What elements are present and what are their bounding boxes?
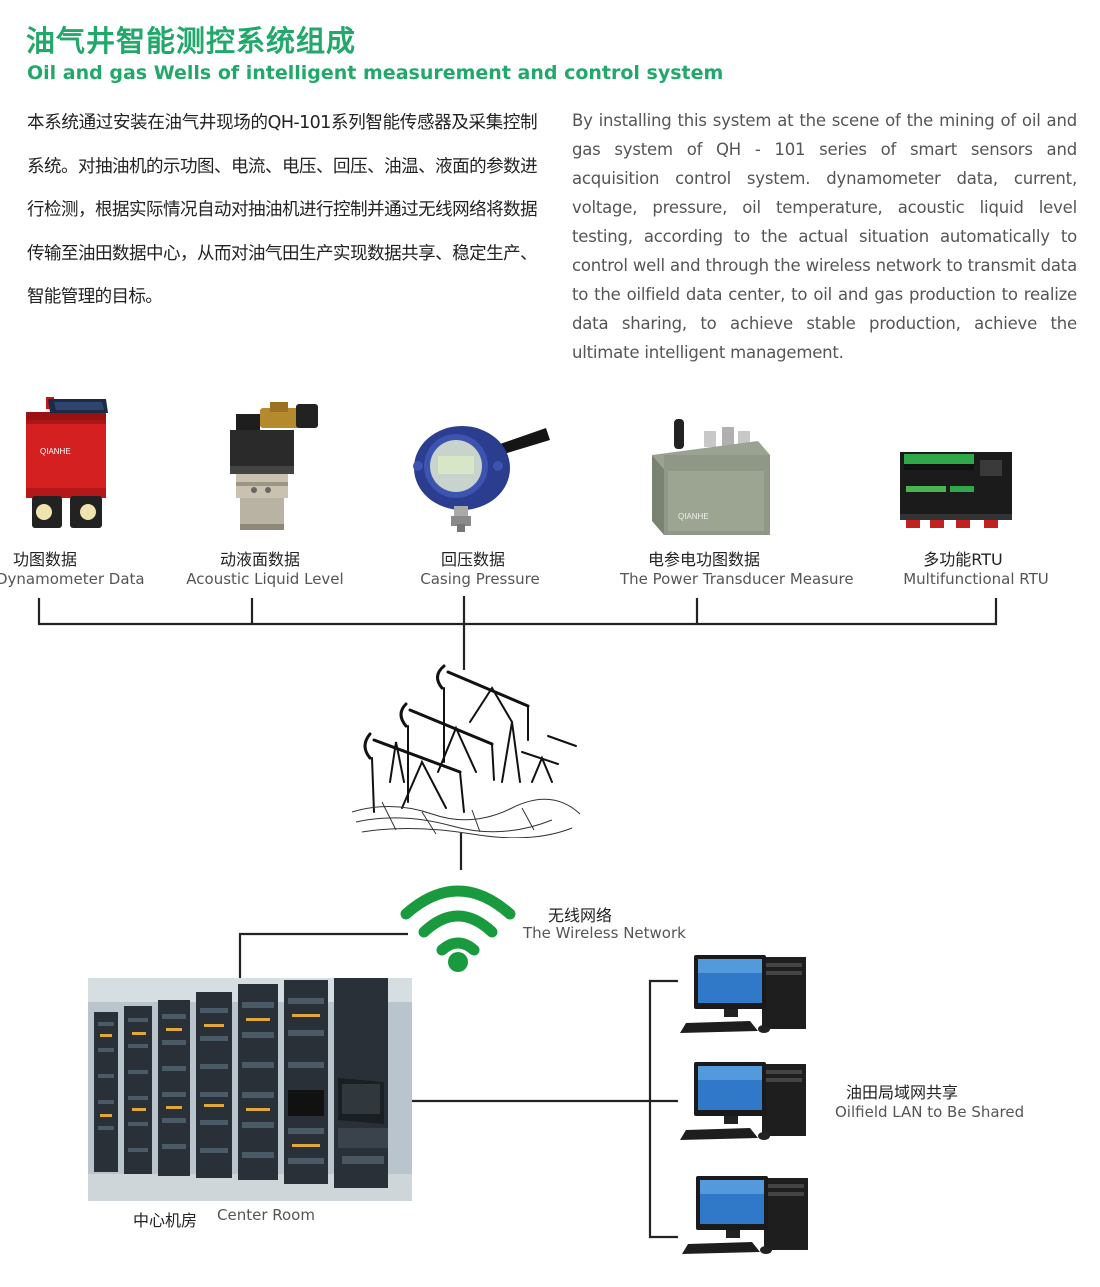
intro-text-cn: 本系统通过安装在油气井现场的QH-101系列智能传感器及采集控制系统。对抽油机的… [27,113,538,307]
lan-label-cn: 油田局域网共享 [846,1083,959,1102]
pressure-transmitter-icon [413,426,550,532]
center-label-en: Center Room [217,1206,315,1224]
lan-label-en: Oilfield LAN to Be Shared [835,1103,1025,1121]
device-label-cn: 回压数据 [440,550,505,569]
device-label-cn: 多功能RTU [923,550,1003,569]
dynamometer-brand-text: QIANHE [40,447,71,456]
liquid-level-sensor-icon [230,402,318,530]
device-label-en: Dynamometer Data [0,570,145,588]
dynamometer-sensor-icon: QIANHE [26,397,108,528]
pump-jack-icon [352,664,581,838]
center-label-cn: 中心机房 [133,1211,198,1230]
power-transducer-icon: QIANHE [652,419,770,535]
wifi-icon [400,885,516,972]
intro-text-en: By installing this system at the scene o… [572,111,1077,362]
network-label-cn: 无线网络 [548,906,613,925]
device-label-en: Multifunctional RTU [903,570,1049,588]
desktop-computer-icon [682,1176,808,1254]
desktop-computer-icon [680,955,806,1033]
desktop-computer-icon [680,1062,806,1140]
page-subtitle: Oil and gas Wells of intelligent measure… [27,62,724,84]
device-label-en: The Power Transducer Measure [620,570,854,588]
transducer-brand-text: QIANHE [678,512,709,521]
server-room-icon [88,978,412,1201]
device-label-cn: 电参电功图数据 [647,550,760,569]
device-label-cn: 功图数据 [12,550,77,569]
page-title: 油气井智能测控系统组成 [26,24,357,58]
network-label-en: The Wireless Network [523,924,686,942]
device-label-en: Casing Pressure [420,570,540,588]
rtu-controller-icon [900,452,1012,528]
device-label-en: Acoustic Liquid Level [186,570,344,588]
device-label-cn: 动液面数据 [219,550,300,569]
